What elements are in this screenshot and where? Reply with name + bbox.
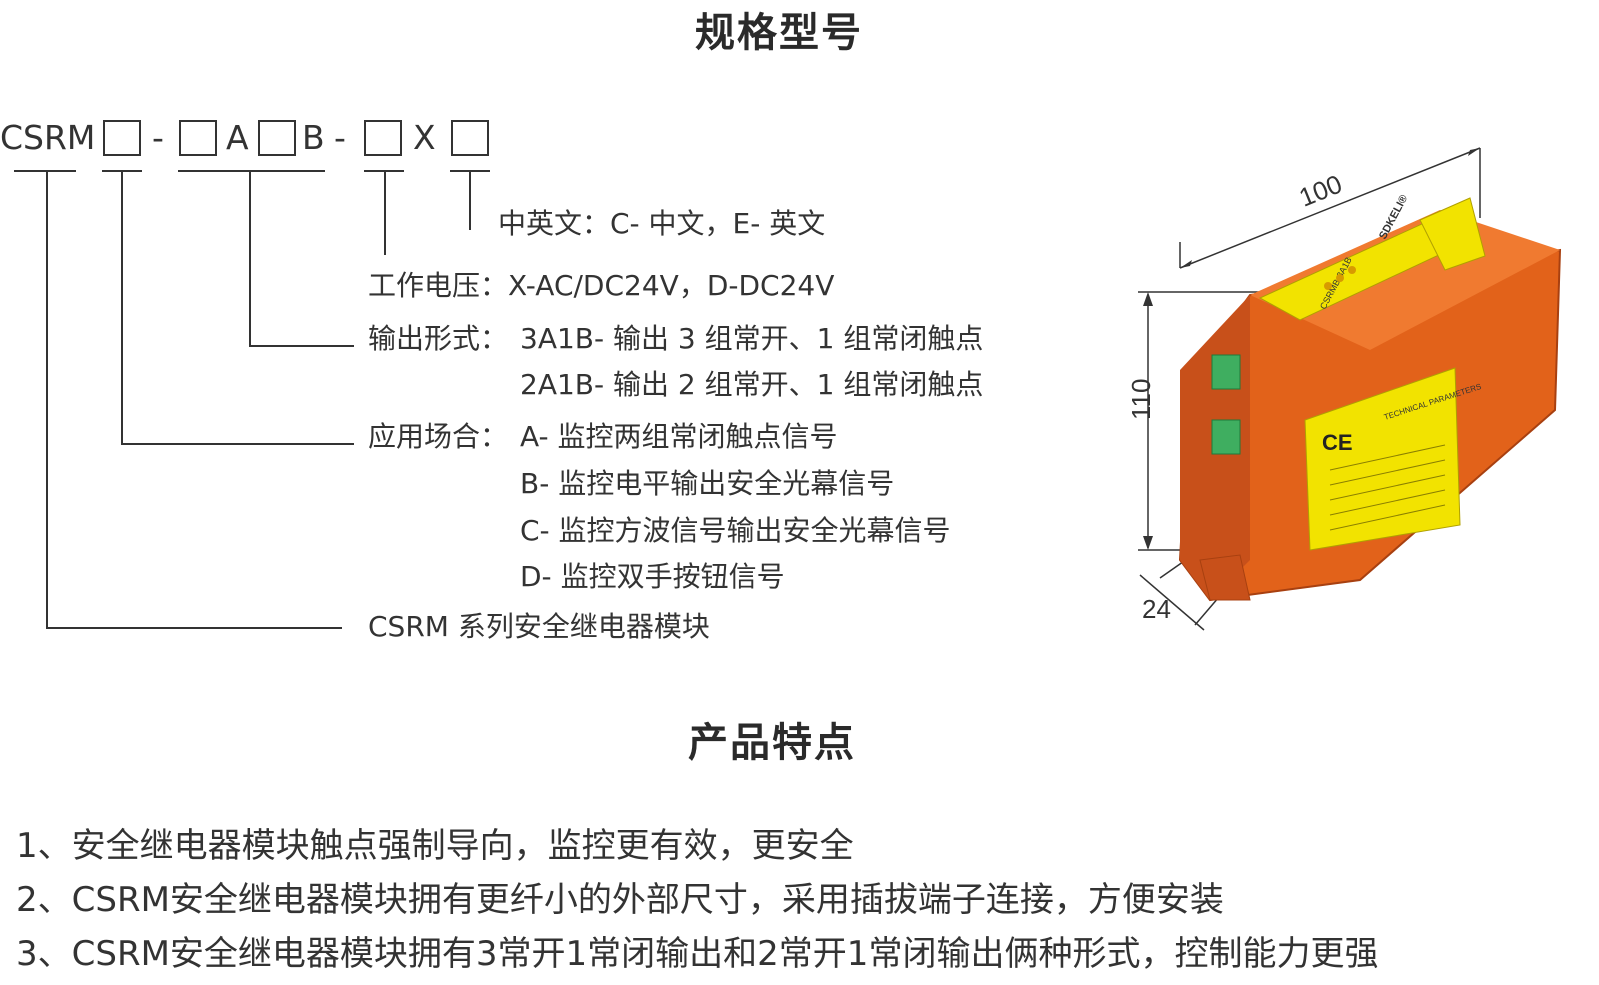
dim-width-label: 24 xyxy=(1142,594,1171,624)
leader-voltage xyxy=(384,172,386,255)
desc-language: 中英文：C- 中文，E- 英文 xyxy=(498,207,826,240)
desc-output-2: 2A1B- 输出 2 组常开、1 组常闭触点 xyxy=(520,368,984,401)
terminal-block-top xyxy=(1211,354,1241,390)
underline-app-output xyxy=(178,170,325,172)
desc-app-d: D- 监控双手按钮信号 xyxy=(520,560,785,593)
terminal-block-bottom xyxy=(1211,419,1241,455)
led-power xyxy=(1324,282,1332,290)
leader-app-h xyxy=(121,443,354,445)
desc-app-label: 应用场合： xyxy=(368,420,509,453)
feature-item-2: 2、CSRM安全继电器模块拥有更纤小的外部尺寸，采用插拔端子连接，方便安装 xyxy=(16,880,1224,920)
code-box-language xyxy=(451,120,489,156)
model-prefix: CSRM xyxy=(0,118,96,157)
leader-series-h xyxy=(46,627,342,629)
ce-mark: CE xyxy=(1322,430,1353,455)
desc-app-c: C- 监控方波信号输出安全光幕信号 xyxy=(520,514,951,547)
desc-app-a: A- 监控两组常闭触点信号 xyxy=(520,420,838,453)
desc-series: CSRM 系列安全继电器模块 xyxy=(368,610,710,643)
leader-app-v xyxy=(121,172,123,445)
dim-line-length xyxy=(1179,147,1481,269)
code-letter-x: X xyxy=(413,118,436,157)
underline-language xyxy=(450,170,490,172)
desc-app-b: B- 监控电平输出安全光幕信号 xyxy=(520,467,895,500)
desc-output-label: 输出形式： xyxy=(368,322,509,355)
code-letter-a: A xyxy=(226,118,249,157)
underline-series xyxy=(102,170,142,172)
features-title: 产品特点 xyxy=(688,720,856,766)
desc-voltage: 工作电压：X-AC/DC24V，D-DC24V xyxy=(368,269,835,302)
code-dash-1: - xyxy=(152,118,164,157)
desc-output-1: 3A1B- 输出 3 组常开、1 组常闭触点 xyxy=(520,322,984,355)
leader-output-h xyxy=(249,345,354,347)
relay-module-illustration: 100 110 24 SDKELI® CSRMB-3A1B CE TECHNIC… xyxy=(1126,147,1562,631)
dim-line-width xyxy=(1139,574,1205,631)
code-box-series xyxy=(103,120,141,156)
code-box-output xyxy=(258,120,296,156)
feature-item-1: 1、安全继电器模块触点强制导向，监控更有效，更安全 xyxy=(16,826,854,866)
led-ch2 xyxy=(1336,274,1344,282)
code-box-app xyxy=(179,120,217,156)
dim-height-label: 110 xyxy=(1126,379,1156,420)
led-ch1 xyxy=(1348,266,1356,274)
spec-title: 规格型号 xyxy=(695,10,863,56)
feature-item-3: 3、CSRM安全继电器模块拥有3常开1常闭输出和2常开1常闭输出俩种形式，控制能… xyxy=(16,934,1379,974)
dim-length-label: 100 xyxy=(1295,169,1346,213)
leader-output-v xyxy=(249,172,251,347)
leader-series-v xyxy=(46,172,48,629)
leader-language xyxy=(469,172,471,230)
code-box-voltage xyxy=(364,120,402,156)
underline-prefix xyxy=(14,170,76,172)
code-dash-2: - xyxy=(334,118,346,157)
underline-voltage xyxy=(364,170,404,172)
code-letter-b: B xyxy=(302,118,325,157)
